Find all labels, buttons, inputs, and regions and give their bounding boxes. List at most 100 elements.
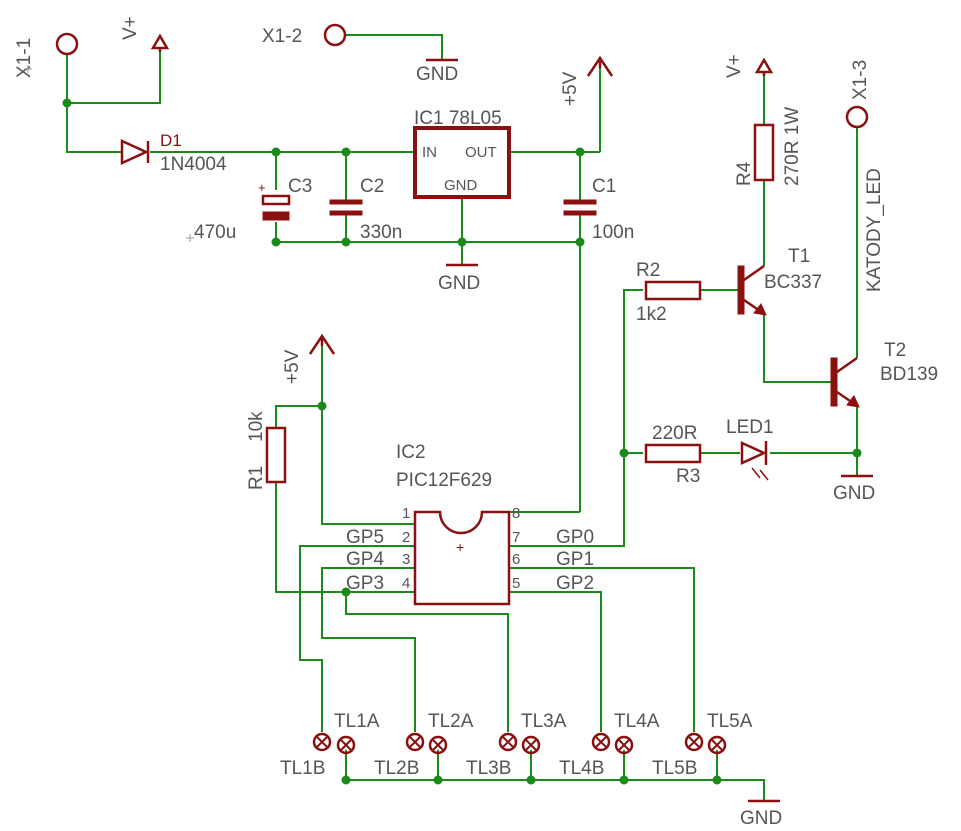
part-name: T2 [884,340,906,361]
junction [526,775,536,785]
pin-label: GP2 [556,573,594,594]
wire-pads-gnd [345,750,765,800]
part-name: T1 [788,246,810,267]
junction [712,775,722,785]
part-value: 1k2 [636,304,667,325]
part-name: C1 [592,176,616,197]
resistor-r1[interactable]: R1 10k [246,411,287,490]
pad-a-cross [315,735,329,749]
pad-b-icon [707,735,727,755]
part-value: 10k [246,411,267,442]
supply-vplus-1: V+ [120,16,170,52]
pad-b-cross [617,738,631,752]
pad-label: TL2A [428,711,474,732]
pad-label: TL5A [707,711,753,732]
part-value: 270R 1W [782,107,803,186]
pad-b-cross [339,738,353,752]
pad-a-cross [408,735,422,749]
part-value: 1N4004 [160,154,227,175]
diode-d1[interactable]: D1 1N4004 [120,131,227,175]
plus5v-arrow-icon [586,55,614,77]
part-name: LED1 [726,417,774,438]
resistor-body-icon [265,426,287,484]
connector-x1-3[interactable]: X1-3 [845,60,871,129]
pin-number: 8 [512,505,520,522]
part-value: 470u [194,222,236,243]
pad-b-icon [428,735,448,755]
transistor-t2[interactable]: T2 BD139 [830,340,938,408]
touch-pad-tl4[interactable]: TL4A TL4B [559,711,660,779]
part-value: BD139 [880,364,938,385]
part-name: IC2 [396,442,426,463]
connector-x1-1[interactable]: X1-1 [14,32,79,78]
regulator-ic1[interactable]: IC1 78L05 IN OUT GND [413,108,511,199]
resistor-body-icon [644,280,702,301]
supply-label: +5V [560,71,581,106]
touch-pad-tl5[interactable]: TL5A TL5B [652,711,753,779]
junction [62,98,72,108]
pad-b-cross [710,738,724,752]
pin-label-out: OUT [465,144,497,161]
supply-label: +5V [282,349,303,384]
junction [457,237,467,247]
part-value: BC337 [764,272,822,293]
junction [575,147,585,157]
pin-label-gnd: GND [444,177,478,194]
led-led1[interactable]: LED1 [726,417,774,481]
pad-b-icon [336,735,356,755]
emitter-arrow-icon [753,303,767,316]
pad-label: TL5B [652,758,697,779]
pad-label: TL3B [466,758,511,779]
wire-gp2-tl4a [509,591,602,732]
transistor-collector [743,264,765,282]
supply-label: GND [833,483,875,504]
capacitor-c3[interactable]: + C3 470u [186,176,312,243]
touch-pad-tl2[interactable]: TL2A TL2B [374,711,474,779]
connector-pad-icon [55,32,79,56]
wire-gp1-tl5a [509,567,695,732]
touch-pad-tl1[interactable]: TL1A TL1B [280,711,380,779]
vplus-arrow-icon [150,33,170,52]
transistor-t1[interactable]: T1 BC337 [737,246,822,316]
wire-gp0-r2 [509,289,643,547]
part-name: C3 [288,176,312,197]
supply-label: GND [438,273,480,294]
resistor-body-icon [753,123,775,182]
part-name: C2 [360,176,384,197]
pin-number: 1 [402,505,410,522]
junction [433,775,443,785]
part-name: R2 [636,260,660,281]
wire-input [66,55,122,153]
pad-a-icon [312,732,332,752]
pin-label-in: IN [422,144,437,161]
resistor-r2[interactable]: R2 1k2 [636,260,702,325]
part-value: 220R [652,423,697,444]
connector-pad-icon [323,23,347,47]
supply-label: V+ [120,16,141,40]
connector-x1-2[interactable]: X1-2 [262,23,347,47]
pin-number: 6 [512,551,520,568]
connector-label: X1-2 [262,26,302,47]
touch-pad-tl3[interactable]: TL3A TL3B [466,711,567,779]
gnd-symbol-4: GND [740,799,782,829]
capacitor-c1[interactable]: C1 100n [563,176,634,243]
capacitor-c2[interactable]: C2 330n [329,176,402,243]
connector-label: X1-1 [14,38,35,78]
junction [341,147,351,157]
part-name: D1 [160,131,182,150]
resistor-r3[interactable]: 220R R3 [644,423,702,487]
transistor-base-icon [737,265,745,315]
transistor-base-icon [830,357,838,407]
resistor-r4[interactable]: R4 270R 1W [734,107,803,186]
polarity-plus-icon: + [258,180,266,195]
pin-number: 2 [402,529,410,546]
microcontroller-ic2[interactable]: + IC2 PIC12F629 1 2 3 4 8 7 6 5 GP5 GP4 … [346,442,594,606]
pad-label: TL2B [374,758,419,779]
junction [317,401,327,411]
wire-x1-2 [346,34,443,60]
connector-pad-icon [845,105,869,129]
part-name: R1 [246,466,267,490]
supply-label: GND [416,64,458,85]
net-label-katody: KATODY_LED [864,168,885,292]
wire-vplus-input [67,50,161,104]
